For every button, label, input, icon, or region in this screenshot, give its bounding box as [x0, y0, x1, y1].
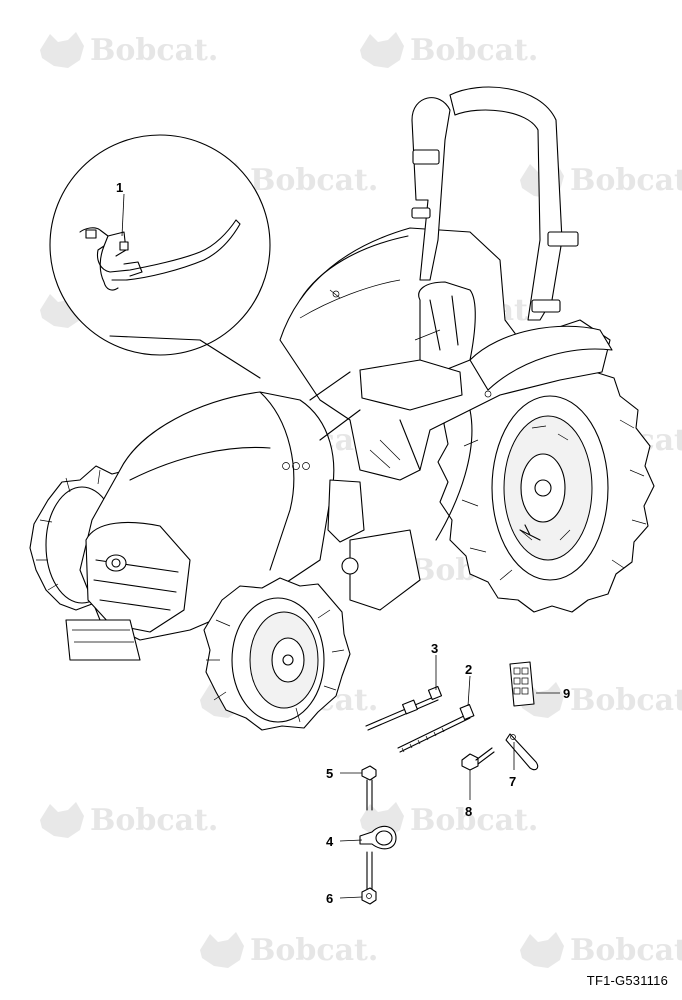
strap-part [505, 733, 539, 771]
callout-7: 7 [509, 774, 516, 789]
callout-2: 2 [465, 662, 472, 677]
svg-text:Bobcat.: Bobcat. [410, 803, 538, 838]
front-right-wheel [203, 577, 351, 731]
callout-4: 4 [326, 834, 334, 849]
callout-1: 1 [116, 180, 123, 195]
nut-part [361, 851, 377, 905]
svg-text:Bobcat.: Bobcat. [90, 33, 218, 68]
label-sheet-part [509, 661, 535, 707]
bobcat-watermark: Bobcat. [360, 32, 538, 68]
bobcat-watermark: Bobcat. [360, 802, 538, 838]
svg-text:Bobcat.: Bobcat. [570, 163, 682, 198]
svg-text:Bobcat.: Bobcat. [250, 933, 378, 968]
tractor-illustration [29, 86, 655, 731]
bobcat-watermark: Bobcat. [520, 932, 682, 968]
callouts: 1 2 3 4 5 6 7 8 9 [116, 180, 570, 906]
leader-4 [339, 839, 363, 842]
callout-3: 3 [431, 641, 438, 656]
bolt-part-5 [361, 765, 377, 811]
svg-text:Bobcat.: Bobcat. [90, 803, 218, 838]
bobcat-watermark: Bobcat. [40, 32, 218, 68]
bobcat-watermark: Bobcat. [200, 932, 378, 968]
svg-text:Bobcat.: Bobcat. [410, 33, 538, 68]
cable-tie-part [397, 704, 475, 753]
bobcat-watermark: Bobcat. [40, 802, 218, 838]
harness-inset-balloon [49, 134, 271, 379]
svg-text:Bobcat.: Bobcat. [570, 933, 682, 968]
callout-6: 6 [326, 891, 333, 906]
clamp-part [359, 825, 397, 850]
svg-text:Bobcat.: Bobcat. [250, 163, 378, 198]
cable-tie-mount-part [365, 685, 443, 731]
drawing-reference-number: TF1-G531116 [586, 973, 668, 988]
tractor-body [65, 86, 613, 661]
small-parts [359, 661, 539, 905]
leader-2 [467, 675, 471, 707]
bolt-part-8 [461, 747, 495, 771]
bobcat-watermark: Bobcat. [520, 682, 682, 718]
rear-wheel [437, 349, 655, 613]
callout-8: 8 [465, 804, 472, 819]
leader-1 [121, 193, 125, 237]
leader-6 [339, 896, 363, 899]
svg-text:Bobcat.: Bobcat. [570, 683, 682, 718]
callout-5: 5 [326, 766, 333, 781]
callout-9: 9 [563, 686, 570, 701]
